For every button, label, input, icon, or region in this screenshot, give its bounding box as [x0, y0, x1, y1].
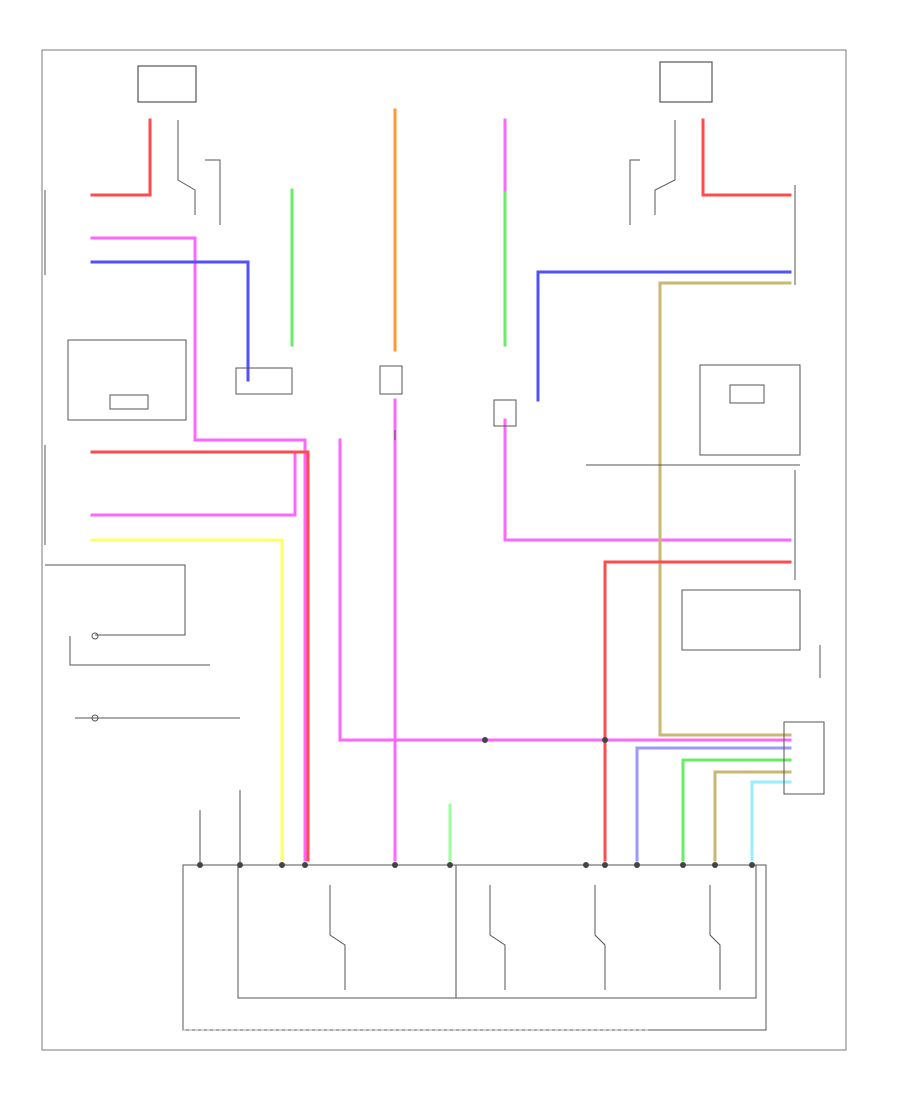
ground-node-2	[91, 714, 99, 722]
wire-red-right	[701, 118, 792, 197]
wire-pink-right-mid	[503, 418, 792, 542]
splice-dot	[482, 737, 488, 743]
splice-dot	[712, 862, 718, 868]
top-component-boxes	[137, 61, 713, 103]
wire-pink-horizontal	[338, 438, 792, 742]
wire-blue-right	[536, 270, 792, 402]
splice-dot	[583, 862, 589, 868]
splice-dot	[237, 862, 243, 868]
center-heater-module	[379, 365, 403, 395]
left-seat-heater-relay-box	[137, 65, 197, 103]
left-seat-heater-switch-panel	[67, 339, 187, 421]
wire-blue-right-lower	[635, 746, 792, 862]
splice-dot	[392, 862, 398, 868]
right-heater-control-box	[681, 589, 801, 651]
right-connector-block	[783, 721, 825, 795]
right-relay-switch	[654, 120, 676, 215]
splice-dot	[279, 862, 285, 868]
seat-heater-control-unit	[182, 864, 767, 1031]
wire-red-right-lower	[603, 560, 792, 862]
splice-dot	[634, 862, 640, 868]
splice-dots	[197, 737, 755, 868]
wire-yellow-left	[90, 538, 284, 862]
splice-dot	[602, 737, 608, 743]
splice-dot	[680, 862, 686, 868]
ground-node-1	[91, 632, 99, 640]
wire-red-left	[90, 118, 152, 197]
wire-lightblue-right-lower	[750, 780, 792, 862]
wire-tan-right	[658, 281, 792, 737]
right-sub-panel	[729, 384, 765, 404]
ground-wire-left	[69, 636, 210, 666]
wire-runs	[90, 108, 792, 862]
wire-red-left-mid	[90, 450, 310, 862]
internal-switch-2	[489, 885, 506, 990]
internal-switch-4	[709, 885, 721, 990]
splice-dot	[447, 862, 453, 868]
wire-tan-right-lower	[713, 770, 792, 862]
left-heater-module	[235, 367, 293, 395]
splice-dot	[197, 862, 203, 868]
wire-green-right-lower	[681, 758, 792, 862]
wire-blue-left	[90, 260, 250, 382]
internal-switch-1	[329, 885, 346, 990]
splice-dot	[602, 862, 608, 868]
wire-pink-left-mid	[90, 450, 297, 517]
black-wiring	[44, 120, 825, 1031]
wire-pink-left-top	[90, 236, 307, 862]
splice-dot	[749, 862, 755, 868]
inner-circuit-right	[455, 864, 757, 999]
left-relay-switch	[177, 120, 196, 215]
right-seat-heater-switch-panel	[699, 364, 801, 456]
right-relay-coil	[629, 159, 640, 225]
left-sub-panel	[109, 394, 149, 410]
diagram-frame	[41, 49, 847, 1051]
right-seat-heater-relay-box	[659, 61, 713, 103]
splice-dot	[302, 862, 308, 868]
right-heater-module	[493, 399, 517, 427]
inner-circuit-left	[237, 864, 457, 999]
internal-switch-3	[594, 885, 606, 990]
left-relay-coil	[205, 159, 221, 225]
left-heater-control-bracket	[45, 564, 186, 636]
